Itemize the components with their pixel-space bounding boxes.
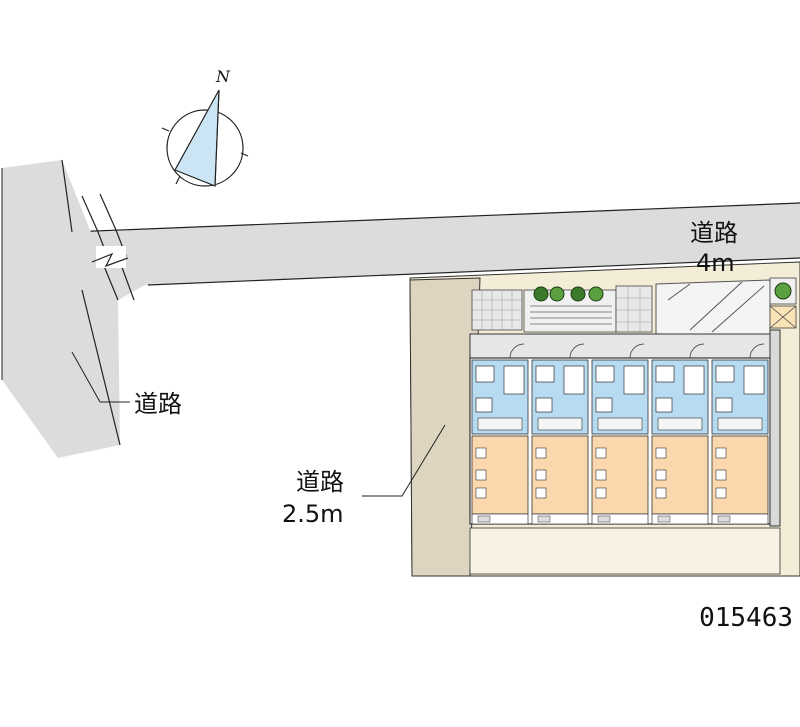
door-swing-icon: [569, 343, 585, 359]
plant-icon: [549, 286, 565, 302]
ac-unit-icon: [657, 515, 671, 523]
entrance-tile-grid: [472, 290, 522, 330]
closet-icon: [535, 487, 547, 499]
toilet-icon: [655, 365, 675, 383]
main-road-name: 道路: [690, 219, 738, 247]
kitchen-counter: [597, 417, 643, 431]
toilet-icon: [715, 365, 735, 383]
main-road-area: [62, 203, 800, 300]
door-swing-icon: [749, 343, 765, 359]
bath-icon: [503, 365, 525, 395]
bike-parking-lines: [655, 279, 771, 335]
apartment-unit: [471, 343, 529, 525]
road-break-mark: [81, 193, 135, 301]
corner-plant-icon: [769, 277, 797, 305]
unit-balcony: [531, 513, 589, 525]
plant-icon: [570, 286, 586, 302]
main-road-edge-top: [69, 202, 800, 233]
side-road-edge-right: [61, 159, 73, 233]
bath-icon: [563, 365, 585, 395]
closet-icon: [595, 487, 607, 499]
closet-icon: [475, 487, 487, 499]
toilet-icon: [475, 365, 495, 383]
unit-balcony: [711, 513, 769, 525]
property-code: 015463: [699, 603, 793, 633]
ac-unit-icon: [717, 515, 731, 523]
ac-unit-icon: [597, 515, 611, 523]
toilet-icon: [535, 365, 555, 383]
lot-bottom-strip: [469, 527, 781, 575]
bath-icon: [623, 365, 645, 395]
corner-box-icon: [769, 305, 797, 329]
sink-icon: [595, 397, 613, 413]
compass-rose-icon: N: [161, 67, 249, 187]
side-road-name: 道路: [134, 390, 182, 418]
kitchen-counter: [717, 417, 763, 431]
unit-balcony: [471, 513, 529, 525]
plant-icon: [588, 286, 604, 302]
stair-core: [769, 329, 781, 527]
ac-unit-icon: [477, 515, 491, 523]
apartment-unit: [711, 343, 769, 525]
bath-icon: [743, 365, 765, 395]
door-swing-icon: [629, 343, 645, 359]
kitchen-counter: [657, 417, 703, 431]
closet-icon: [595, 447, 607, 459]
side-road-edge-lower: [81, 289, 121, 446]
unit-balcony: [591, 513, 649, 525]
side-road-leader: [71, 351, 101, 403]
apartment-building: [469, 329, 781, 527]
closet-icon: [715, 469, 727, 481]
unit-balcony: [651, 513, 709, 525]
sink-icon: [535, 397, 553, 413]
apartment-unit: [531, 343, 589, 525]
closet-icon: [655, 487, 667, 499]
kitchen-counter: [477, 417, 523, 431]
main-road-width: 4m: [696, 249, 735, 277]
plant-icon: [533, 286, 549, 302]
parking-tile-grid: [616, 286, 652, 332]
narrow-road-leader: [362, 424, 446, 497]
sink-icon: [715, 397, 733, 413]
closet-icon: [595, 469, 607, 481]
closet-icon: [715, 447, 727, 459]
closet-icon: [535, 447, 547, 459]
closet-icon: [535, 469, 547, 481]
main-road-edge-bottom: [147, 257, 800, 286]
sink-icon: [475, 397, 493, 413]
door-swing-icon: [509, 343, 525, 359]
narrow-road-width: 2.5m: [282, 500, 344, 528]
apartment-unit: [651, 343, 709, 525]
ac-unit-icon: [537, 515, 551, 523]
narrow-road-area: [409, 277, 481, 577]
stair-steps: [530, 305, 612, 325]
narrow-road-name: 道路: [296, 468, 344, 496]
corridor: [469, 333, 771, 359]
closet-icon: [475, 447, 487, 459]
apartment-unit: [591, 343, 649, 525]
kitchen-counter: [537, 417, 583, 431]
parking-area: [615, 285, 653, 333]
bath-icon: [683, 365, 705, 395]
closet-icon: [715, 487, 727, 499]
plant-icons: [533, 286, 604, 302]
closet-icon: [655, 469, 667, 481]
closet-icon: [475, 469, 487, 481]
toilet-icon: [595, 365, 615, 383]
sink-icon: [655, 397, 673, 413]
closet-icon: [655, 447, 667, 459]
compass-north-label: N: [215, 67, 231, 86]
door-swing-icon: [689, 343, 705, 359]
side-road-area: [2, 160, 120, 458]
